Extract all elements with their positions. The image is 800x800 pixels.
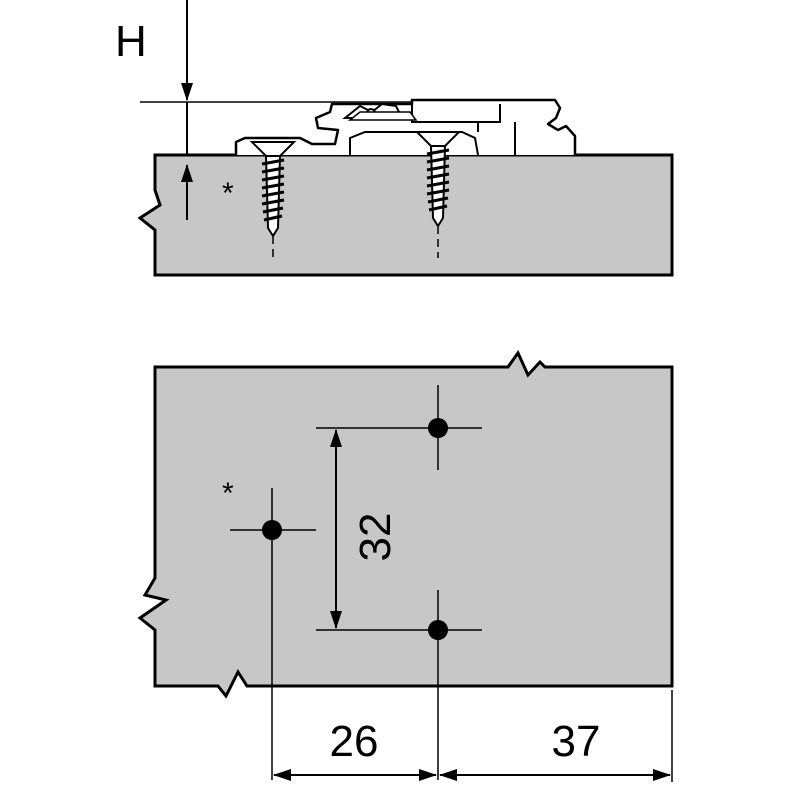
plate-step (411, 104, 516, 155)
height-label: H (115, 17, 147, 66)
side-view: H * (115, 0, 674, 277)
mounting-plate-profile (234, 98, 577, 156)
plate-body (234, 98, 577, 155)
hole-bottom (428, 620, 448, 640)
vertical-spacing-label: 32 (351, 513, 400, 562)
height-dimension (140, 0, 412, 220)
hole-top (428, 418, 448, 438)
plate-latch (347, 111, 418, 121)
screw-right (414, 131, 462, 258)
asterisk-side: * (222, 177, 234, 210)
plan-view: 32 * 26 37 (137, 350, 674, 782)
horizontal-dimension-right (439, 690, 673, 782)
asterisk-plan: * (222, 477, 234, 510)
horizontal-right-label: 37 (552, 717, 601, 766)
side-panel (137, 153, 674, 277)
plan-panel (137, 350, 674, 699)
screw-left (249, 141, 297, 262)
plate-slot (349, 131, 479, 156)
horizontal-left-label: 26 (330, 717, 379, 766)
hole-left (262, 520, 282, 540)
